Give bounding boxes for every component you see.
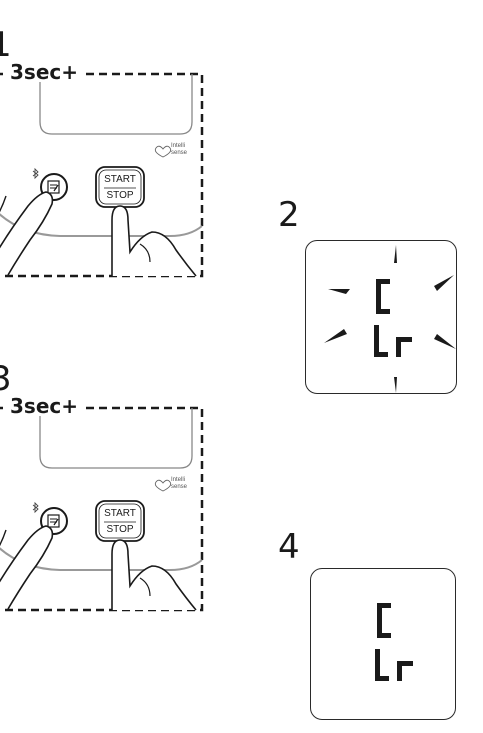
step-2-lcd-display: C Lr [305, 240, 457, 394]
pressing-finger-icon [0, 525, 54, 610]
lcd-glyph-r [396, 337, 412, 357]
step-1-display-window [39, 74, 193, 135]
step-3-dashed-frame [0, 406, 204, 612]
step-2-number: 2 [278, 195, 300, 235]
step-3-brand-line1: Intelli [171, 477, 186, 483]
start-stop-button[interactable] [95, 500, 145, 542]
step-3-number: 3 [0, 359, 12, 399]
pressing-finger-icon [111, 539, 197, 611]
lcd-glyph-l [375, 649, 389, 681]
step-3-button-stop-label: STOP [106, 524, 134, 535]
lcd-glyph-c [376, 279, 390, 314]
intellisense-heart-icon [154, 479, 172, 492]
step-4-number: 4 [278, 527, 300, 567]
step-1-brand-line1: Intelli [171, 143, 186, 149]
step-1-button-start-label: START [104, 174, 136, 185]
intellisense-heart-icon [154, 145, 172, 158]
lcd-glyph-r [397, 661, 413, 681]
lcd-glyph-l [374, 325, 388, 357]
flash-indicator-icon [324, 245, 456, 393]
bluetooth-icon [32, 167, 39, 180]
step-3-brand-line2: sense [171, 484, 188, 490]
step-3-display-window [39, 408, 193, 469]
step-1-button-stop-label: STOP [106, 190, 134, 201]
bluetooth-icon [32, 501, 39, 514]
step-1-brand-line2: sense [171, 150, 188, 156]
step-1-number: 1 [0, 25, 12, 65]
step-4-lcd-display: C Lr [310, 568, 456, 720]
pressing-finger-icon [111, 205, 197, 277]
start-stop-button[interactable] [95, 166, 145, 208]
step-3-hold-label: 3sec+ [6, 396, 82, 416]
lcd-glyph-c [377, 603, 391, 638]
step-1-device-illustration [0, 72, 204, 278]
pressing-finger-icon [0, 191, 54, 276]
step-3-device-illustration [0, 406, 204, 612]
step-1-hold-label: 3sec+ [6, 62, 82, 82]
step-3-button-start-label: START [104, 508, 136, 519]
memory-checklist-icon [47, 514, 60, 528]
step-1-dashed-frame [0, 72, 204, 278]
memory-checklist-icon [47, 180, 60, 194]
